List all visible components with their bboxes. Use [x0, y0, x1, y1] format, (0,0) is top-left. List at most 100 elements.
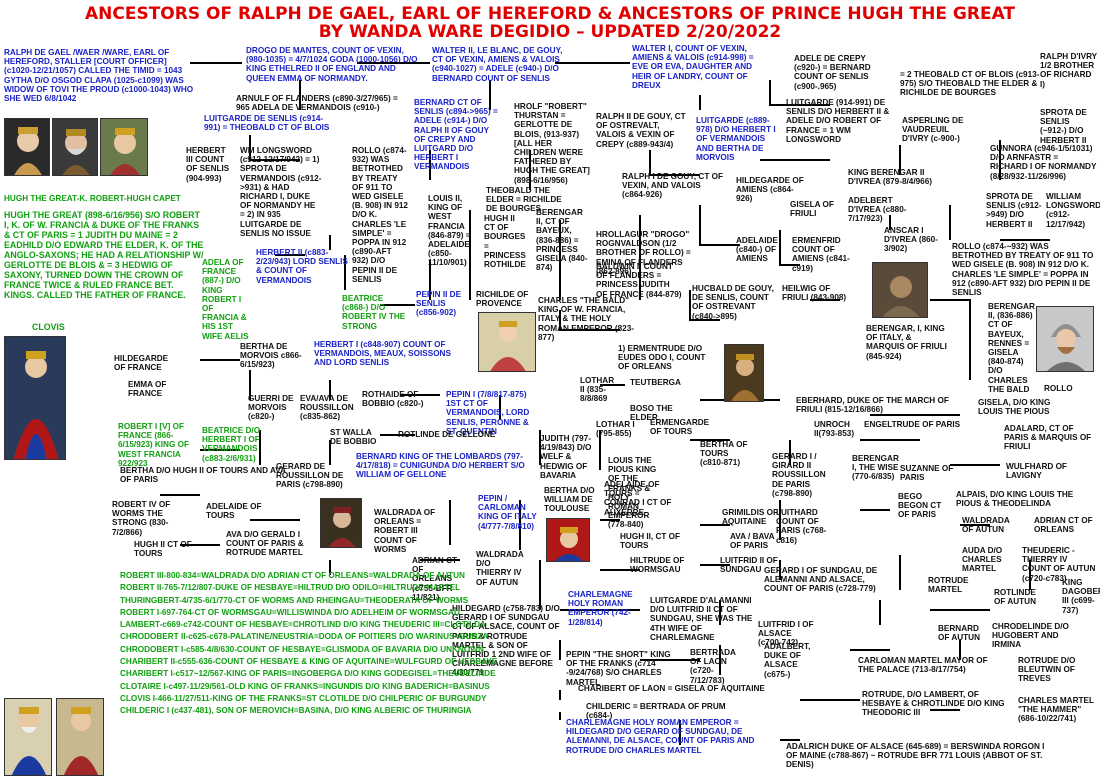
node-charlemagne-2: CHARLEMAGNE HOLY ROMAN EMPEROR = HILDEGA…	[566, 718, 755, 755]
node-ava-bava: AVA / BAVA OF PARIS	[730, 532, 775, 551]
node-bertha-tours: BERTHA OF TOURS (c810-871)	[700, 440, 748, 468]
node-bertrada-laon: BERTRADA OF LAON (c720-7/12/783)	[690, 648, 736, 685]
node-arnulf-flanders: ARNULF OF FLANDERS (c890-3/27/965) = 965…	[236, 94, 398, 113]
node-waldrada-thierry: WALDRADA D/O THIERRY IV OF AUTUN	[476, 550, 524, 587]
node-hugh-ii-tours-2: HUGH II, CT OF TOURS	[620, 532, 681, 551]
lineage-item: CLOVIS I-466-11/27/511-KING OF THE FRANK…	[120, 693, 487, 703]
node-bernard-lombards: BERNARD KING OF THE LOMBARDS (797-4/17/8…	[356, 452, 525, 480]
clovis-label: CLOVIS	[32, 322, 65, 332]
node-bernard-autun: BERNARD OF AUTUN	[938, 624, 980, 643]
node-pepin-i: PEPIN I (7/8/817-875) 1ST CT OF VERMANDO…	[446, 390, 530, 436]
node-st-walla: ST WALLA DE BOBBIO	[330, 428, 377, 447]
node-rotlinde-gellone: ROTLINDE DE GELLONE	[398, 430, 496, 439]
node-pepin-ii-senlis: PEPIN II DE SENLIS (c856-902)	[416, 290, 462, 318]
node-hrolf-robert: HROLF "ROBERT" THURSTAN = GERLOTTE DE BL…	[514, 102, 590, 185]
node-adelaide-tours: ADELAIDE OF TOURS	[206, 502, 262, 521]
node-king-dagobert: KING DAGOBERT III (c699-737)	[1062, 578, 1100, 615]
hugh-great-portrait-1	[4, 118, 50, 176]
node-rollo-1: ROLLO (c874-932) WAS BETROTHED BY TREATY…	[352, 146, 408, 284]
node-waldrada-autun: WALDRADA OF AUTUN	[962, 516, 1010, 535]
node-bertha-toulouse: BERTHA D/O WILLIAM DE TOULOUSE	[544, 486, 595, 514]
bertrada-portrait	[56, 698, 104, 776]
node-gunnora: GUNNORA (c946-1/5/1031) D/O ARNFASTR = R…	[990, 144, 1097, 181]
node-rotrude: ROTRUDE MARTEL	[928, 576, 969, 595]
node-hrollaugr: HROLLAGUR "DROGO" ROGNVALDSON (1/2 BROTH…	[596, 230, 691, 276]
node-luitgarde-914: LUITGARDE (914-991) DE SENLIS D/O HERBER…	[786, 98, 890, 144]
node-louis-pious: LOUIS THE PIOUS KING OF THE FRANKS & HOL…	[608, 456, 657, 530]
node-louis-ii: LOUIS II, KING OF WEST FRANCIA (846-879)…	[428, 194, 471, 268]
charlemagne-portrait	[4, 698, 52, 776]
node-ava-gerald: AVA D/O GERALD I COUNT OF PARIS & ROTRUD…	[226, 530, 304, 558]
node-king-berengar-ii: KING BERENGAR II D'IVREA (879-8/4/966)	[848, 168, 933, 187]
node-adelbert-ivrea: ADELBERT D'IVREA (c880-7/17/923)	[848, 196, 907, 224]
node-richilde-provence: RICHILDE OF PROVENCE	[476, 290, 529, 309]
lineage-item: THURINGBERT-4/735-6/1/770-CT OF WORMS AN…	[120, 595, 469, 605]
node-grimildis: GRIMILDIS OF AQUITAINE	[722, 508, 778, 527]
node-ralph-de-gael: RALPH DE GAEL /WAER /WARE, EARL OF HEREF…	[4, 48, 194, 104]
node-theuderic: THEUDERIC - THIERRY IV COUNT OF AUTUN (c…	[1022, 546, 1096, 583]
node-rotrude-bleutwin: ROTRUDE D/O BLEUTWIN OF TREVES	[1018, 656, 1076, 684]
node-luitfrid-ii: LUITFRID II OF SUNDGAU	[720, 556, 778, 575]
rollo-portrait	[1036, 306, 1094, 372]
node-asperling: ASPERLING DE VAUDREUIL D'IVRY (c-900-)	[902, 116, 964, 144]
node-hucbald: HUCBALD DE GOUY, DE SENLIS, COUNT OF OST…	[692, 284, 774, 321]
pepin-portrait	[546, 518, 590, 562]
node-luitgarde-senlis: LUITGARDE DE SENLIS (c914-991) = THEOBAL…	[204, 114, 330, 133]
node-adalrich: ADALRICH DUKE OF ALSACE (645-689) = BERS…	[786, 742, 1045, 770]
node-gerard-roussillon: GERARD DE ROUSSILLON DE PARIS (c798-890)	[276, 462, 344, 490]
node-hildegard: HILDEGARD (c758-783) D/O GERARD I OF SUN…	[452, 604, 560, 678]
lineage-item: ROBERT III-800-834=WALDRADA D/O ADRIAN C…	[120, 571, 465, 580]
node-suzanne: SUZANNE OF PARIS	[900, 464, 954, 483]
node-bertha-hugh-ii: BERTHA D/O HUGH II OF TOURS AND AVA OF P…	[120, 466, 286, 485]
node-hugh-great-bio: HUGH THE GREAT (898-6/16/956) S/O ROBERT…	[4, 210, 204, 300]
node-beatrice-herbert: BEATRICE D/O HERBERT I OF VERMANDOIS (c8…	[202, 426, 261, 463]
node-berengar-ii-bayeux: BERENGAR II, CT OF BAYEUX, (836-886) = P…	[536, 208, 588, 273]
node-charlemagne: CHARLEMAGNE HOLY ROMAN EMPEROR (742-1/28…	[568, 590, 633, 627]
node-luithard: LUITHARD COUNT OF PARIS (c768-c816)	[776, 508, 827, 545]
node-gisela-friuli: GISELA OF FRIULI	[790, 200, 834, 219]
node-robert-i-france: ROBERT I [V] OF FRANCE (866-6/15/923) KI…	[118, 422, 189, 468]
node-herbert-ii: HERBERT II (c883-2/23/943) LORD SENLIS &…	[256, 248, 348, 285]
node-luitgarde-889: LUITGARDE (c889-978) D/O HERBERT I OF VE…	[696, 116, 776, 162]
node-sprota-912: SPROTA DE SENLIS (~912-) D/O HERBERT II	[1040, 108, 1087, 145]
node-theobald-elder: THEOBALD THE ELDER = RICHILDE DE BOURGES	[486, 186, 562, 214]
node-luitgarde-alamanni: LUITGARDE D'ALAMANNI D/O LUITFRID II CT …	[650, 596, 753, 642]
node-bertha-morvois: BERTHA DE MORVOIS c866-6/15/923)	[240, 342, 302, 370]
node-adela-france: ADELA OF FRANCE (887-) D/O KING ROBERT I…	[202, 258, 249, 341]
node-rotlinde-autun: ROTLINDE OF AUTUN	[994, 588, 1036, 607]
node-herbert-i: HERBERT I (c848-907) COUNT OF VERMANDOIS…	[314, 340, 451, 368]
node-walter-i: WALTER I, COUNT OF VEXIN, AMIENS & VALOI…	[632, 44, 754, 90]
node-gisela-louis: GISELA, D/O KING LOUIS THE PIOUS	[978, 398, 1051, 417]
node-walter-ii: WALTER II, LE BLANC, DE GOUY, CT OF VEXI…	[432, 46, 563, 83]
node-adelaide-amiens: ADELAIDE (c840-) OF AMIENS	[736, 236, 778, 264]
node-ralph-ii-gouy: RALPH II DE GOUY, CT OF OSTREVALT, VALOI…	[596, 112, 686, 149]
node-berengar-wise: BERENGAR I, THE WISE (770-6/835)	[852, 454, 899, 482]
node-emma-france: EMMA OF FRANCE	[128, 380, 167, 399]
node-rollo-2: ROLLO (c874-~932) WAS BETROTHED BY TREAT…	[952, 242, 1094, 298]
node-rotrude-lambert: ROTRUDE, D/O LAMBERT, OF HESBAYE & CHROT…	[862, 690, 1005, 718]
node-beatrice: BEATRICE (c868-) D/O ROBERT IV THE STRON…	[342, 294, 406, 331]
node-baldwin-i: BALDWIN I, COUNT OF FLANDERS = PRINCESS …	[596, 262, 682, 299]
node-chrodelinde: CHRODELINDE D/O HUGOBERT AND IRMINA	[992, 622, 1069, 650]
node-drogo-de-mantes: DROGO DE MANTES, COUNT OF VEXIN, (980-10…	[246, 46, 418, 83]
node-adelaide-tours-2: ADELAIDE OF TOURS = CONRAD I CT OF AUXER…	[604, 480, 672, 517]
node-bego: BEGO BEGON CT OF PARIS	[898, 492, 942, 520]
node-ralph-i-gouy: RALPH I DE GOUY, CT OF VEXIN, AND VALOIS…	[622, 172, 723, 200]
node-robert-iv: ROBERT IV OF WORMS THE STRONG (830-7/2/8…	[112, 500, 171, 537]
node-theobald-ct-blois: = 2 THEOBALD CT OF BLOIS (c913-975) S/O …	[900, 70, 1040, 98]
hugh-great-portrait-3	[100, 118, 148, 176]
node-adrian-orleans-2: ADRIAN CT OF ORLEANS (c755-BFR 11/821)	[412, 556, 458, 602]
node-berengar-i: BERENGAR, I, KING OF ITALY, & MARQUIS OF…	[866, 324, 947, 361]
node-childeric-prum: CHILDERIC = BERTRADA OF PRUM (c684-)	[586, 702, 726, 721]
node-adrian-orleans: ADRIAN CT OF ORLEANS	[1034, 516, 1093, 535]
gerard-portrait	[320, 498, 362, 548]
node-lothar-ii: LOTHAR II (835-8/8/869	[580, 376, 615, 404]
node-ermengarde-tours: ERMENGARDE OF TOURS	[650, 418, 710, 437]
node-adalbert: ADALBERT, DUKE OF ALSACE (c675-)	[764, 642, 811, 679]
node-hugh-ii-tours: HUGH II CT OF TOURS	[134, 540, 192, 559]
lineage-item: CHRODOBERT II-c625-c678-PALATINE/NEUSTRI…	[120, 632, 489, 642]
node-adele-de-crepy: ADELE DE CREPY (c920-) = BERNARD COUNT O…	[794, 54, 871, 91]
node-ermenfrid: ERMENFRID COUNT OF AMIENS (c841-c919)	[792, 236, 850, 273]
node-teutberga: TEUTBERGA	[630, 378, 681, 387]
lineage-item: CHARIBERT II-c555-636-COUNT OF HESBAYE &…	[120, 657, 498, 667]
